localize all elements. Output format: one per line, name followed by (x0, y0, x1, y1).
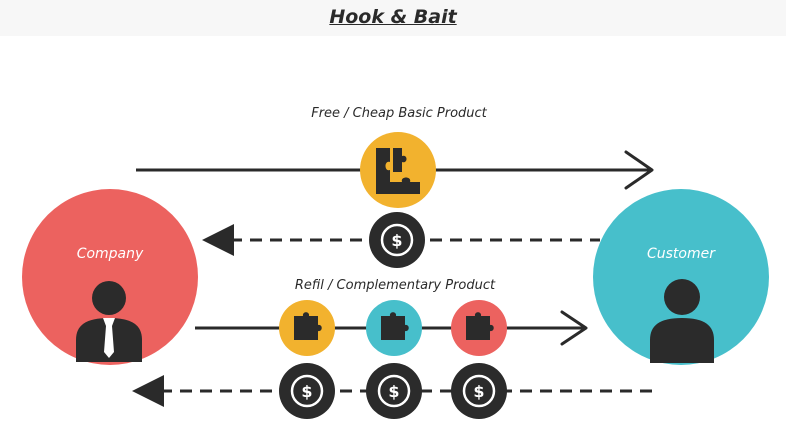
hook-flow-label: Free / Cheap Basic Product (311, 106, 487, 121)
svg-text:$: $ (391, 231, 402, 250)
svg-text:$: $ (473, 382, 484, 401)
refill-flow-label: Refil / Complementary Product (294, 278, 496, 293)
company-node (22, 189, 198, 365)
dollar-coin-icon: $ (451, 363, 507, 419)
refill-product-icon (451, 300, 507, 356)
customer-person-icon (650, 279, 714, 363)
diagram-title: Hook & Bait (329, 6, 457, 28)
dollar-coin-icon: $ (279, 363, 335, 419)
svg-text:$: $ (301, 382, 312, 401)
hook-product-icon (360, 132, 436, 208)
svg-text:$: $ (388, 382, 399, 401)
customer-label: Customer (646, 246, 715, 262)
company-label: Company (76, 246, 144, 262)
dollar-coin-icon: $ (366, 363, 422, 419)
refill-product-icon (366, 300, 422, 356)
header-band (0, 0, 786, 36)
customer-node (593, 189, 769, 365)
refill-product-icon (279, 300, 335, 356)
company-person-icon (76, 281, 142, 362)
dollar-coin-icon: $ (369, 212, 425, 268)
